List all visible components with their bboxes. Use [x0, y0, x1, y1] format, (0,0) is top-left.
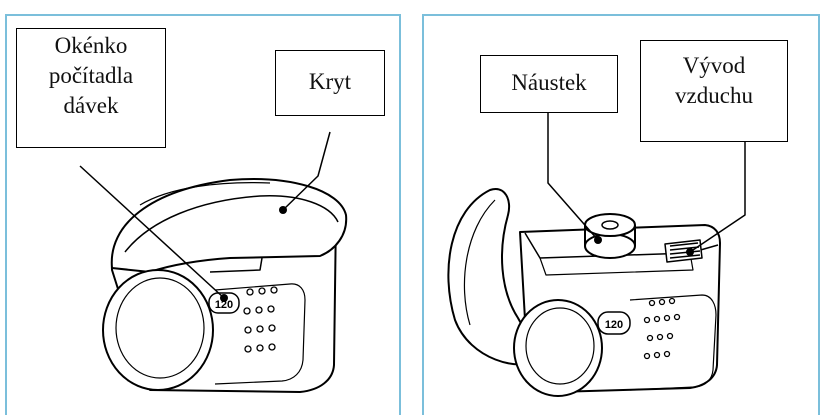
open-inhaler-drawing	[447, 112, 746, 397]
counter-number-left: 120	[215, 299, 233, 311]
label-line-3: dávek	[63, 93, 119, 118]
label-mouthpiece-text: Náustek	[511, 70, 587, 95]
leader-cover	[282, 131, 331, 211]
leader-mouthpiece	[547, 112, 599, 241]
label-cover: Kryt	[275, 50, 385, 116]
label-cover-text: Kryt	[308, 69, 352, 94]
label-line-1: Okénko	[54, 33, 128, 58]
closed-inhaler-drawing	[79, 131, 348, 393]
counter-window	[208, 292, 240, 314]
vent-holes-left	[243, 286, 278, 353]
vent-holes-right	[643, 297, 681, 360]
counter-number-right: 120	[605, 319, 623, 331]
open-wheel	[513, 299, 603, 397]
open-counter-window	[597, 311, 631, 335]
leader-counter	[79, 165, 225, 299]
air-vent	[664, 239, 703, 263]
mouthpiece	[584, 233, 636, 259]
label-air-vent-line-2: vzduchu	[675, 83, 753, 108]
wheel	[102, 269, 214, 391]
label-air-vent: Vývod vzduchu	[640, 40, 788, 142]
label-air-vent-line-1: Vývod	[682, 53, 746, 78]
label-line-2: počítadla	[48, 63, 134, 88]
leader-air-vent	[689, 142, 746, 253]
label-counter-window: Okénko počítadla dávek	[16, 28, 166, 148]
label-mouthpiece: Náustek	[480, 55, 618, 113]
